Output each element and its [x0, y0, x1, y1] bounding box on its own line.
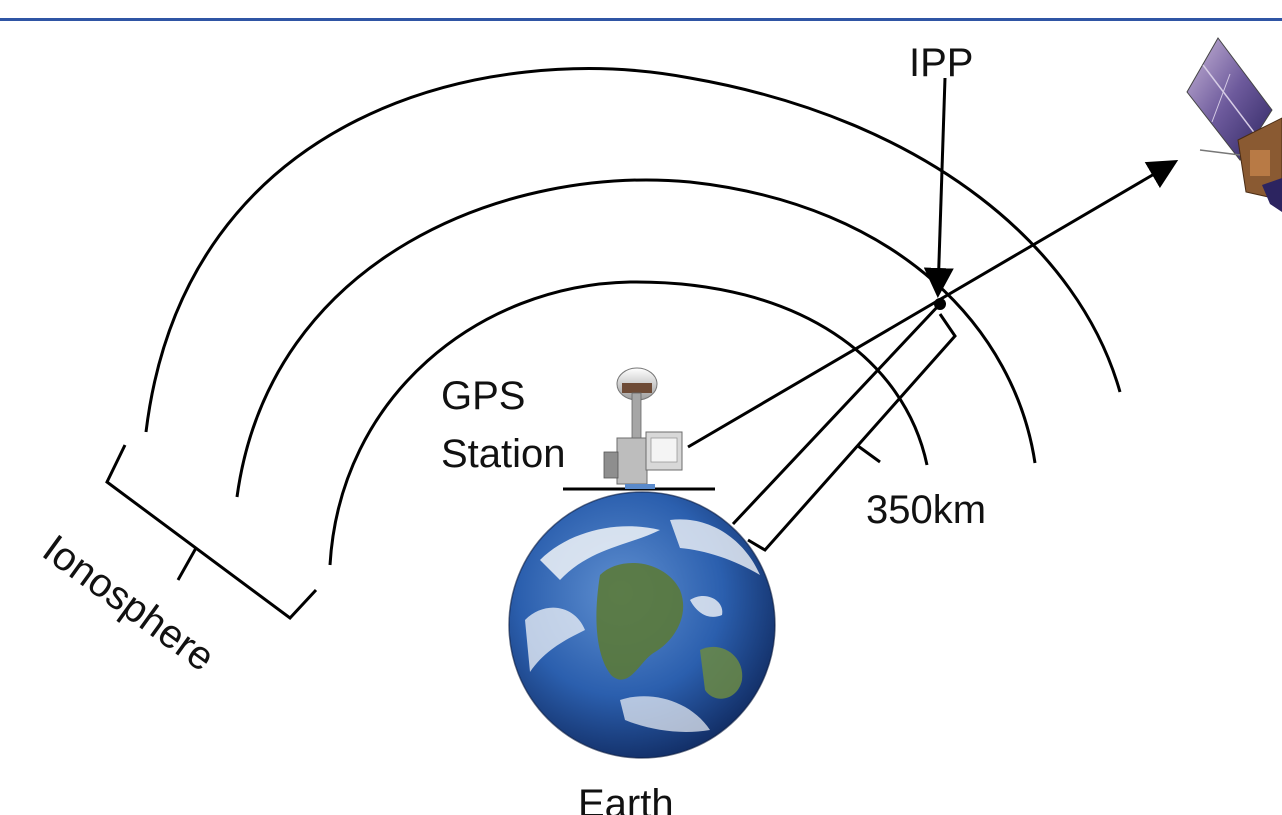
top-rule	[0, 18, 1282, 21]
ipp-point	[934, 298, 946, 310]
gps-station-label-line1: GPS	[441, 374, 525, 418]
ipp-pointer-arrow	[923, 77, 954, 298]
ipp-label: IPP	[909, 41, 973, 85]
earth-to-ipp-line	[731, 302, 942, 526]
ionosphere-bracket	[105, 444, 318, 621]
gps-station-label-line2: Station	[441, 432, 566, 476]
altitude-label: 350km	[866, 488, 986, 532]
satellite-icon	[1186, 37, 1282, 212]
earth-globe-icon	[508, 491, 776, 759]
altitude-bracket	[747, 313, 957, 552]
earth-label: Earth	[578, 782, 674, 815]
gps-receiver-icon	[603, 367, 683, 489]
ionosphere-outer-arc	[144, 67, 1122, 433]
ionosphere-middle-arc	[235, 178, 1037, 498]
signal-path-arrow	[687, 159, 1179, 449]
